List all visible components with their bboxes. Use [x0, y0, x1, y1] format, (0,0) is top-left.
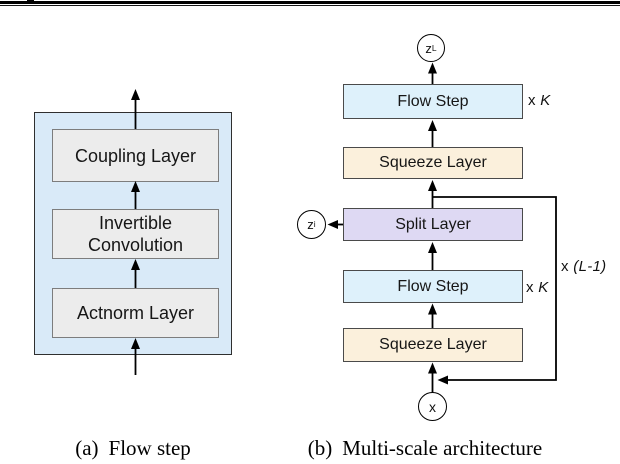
flow-step-top-label: Flow Step: [397, 92, 469, 110]
caption-b-text: Multi-scale architecture: [342, 436, 543, 460]
z-intermediate-label: z: [307, 217, 314, 232]
repeat-k-label-bottom: x K: [526, 279, 549, 296]
squeeze-layer-box-bottom: Squeeze Layer: [343, 328, 523, 362]
caption-b: (b) Multi-scale architecture: [293, 436, 557, 461]
repeat-k-top-var: K: [540, 92, 551, 109]
flow-step-bottom-label: Flow Step: [397, 277, 469, 295]
caption-a-label: (a): [75, 436, 99, 460]
coupling-layer-label: Coupling Layer: [74, 145, 197, 166]
recurrence-loop-head: [437, 375, 448, 385]
squeeze-layer-box-top: Squeeze Layer: [343, 147, 523, 179]
page-header-rule-thin: [0, 5, 620, 6]
arrow-flow1-to-zfinal-head: [428, 62, 437, 74]
repeat-k-top-prefix: x: [528, 92, 536, 109]
repeat-l-label: x (L-1): [561, 258, 606, 275]
arrow-x-to-squeeze2-head: [428, 362, 437, 374]
repeat-k-bottom-var: K: [538, 279, 549, 296]
arrow-flow2-to-split-head: [428, 242, 437, 253]
arrow-coupling-output-head: [131, 89, 140, 100]
actnorm-layer-box: Actnorm Layer: [52, 288, 219, 338]
caption-a: (a) Flow step: [34, 436, 232, 461]
arrow-squeeze1-to-flow1-head: [428, 120, 437, 131]
caption-a-text: Flow step: [108, 436, 191, 460]
repeat-k-label-top: x K: [528, 92, 551, 109]
split-layer-box: Split Layer: [343, 208, 523, 241]
x-input-label: x: [429, 398, 436, 415]
caption-b-label: (b): [307, 436, 333, 460]
squeeze-layer-bottom-label: Squeeze Layer: [379, 336, 487, 353]
flow-step-box-bottom: Flow Step: [343, 270, 523, 303]
z-final-label: z: [425, 40, 432, 56]
arrow-split-to-squeeze1-head: [428, 180, 437, 191]
x-input-node: x: [418, 392, 447, 421]
actnorm-layer-label: Actnorm Layer: [76, 303, 195, 323]
coupling-layer-box: Coupling Layer: [52, 129, 219, 182]
repeat-l-prefix: x: [561, 258, 569, 275]
invertible-convolution-label: Invertible Convolution: [87, 213, 184, 255]
squeeze-layer-top-label: Squeeze Layer: [379, 154, 487, 171]
flow-step-box-top: Flow Step: [343, 84, 523, 119]
invertible-convolution-box: Invertible Convolution: [52, 209, 219, 259]
repeat-l-var: (L-1): [573, 258, 607, 275]
repeat-k-bottom-prefix: x: [526, 279, 534, 296]
z-intermediate-subscript: i: [313, 219, 316, 230]
arrow-split-to-zi-head: [327, 220, 338, 229]
z-final-subscript: L: [431, 42, 437, 53]
arrow-squeeze2-to-flow2-head: [428, 303, 437, 315]
page-header-rule-thick: [0, 1, 620, 4]
split-layer-label: Split Layer: [395, 215, 471, 233]
